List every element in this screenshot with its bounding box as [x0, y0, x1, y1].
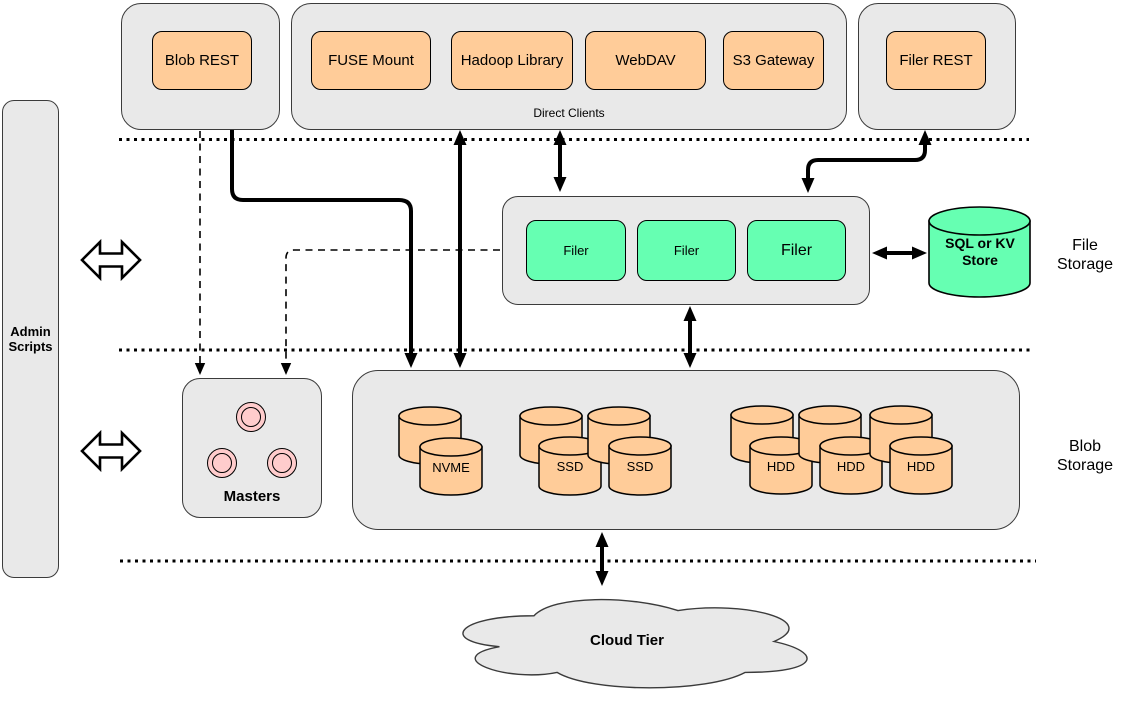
filer-group-container: Filer Filer Filer — [502, 196, 870, 305]
blob-rest-container: Blob REST — [121, 3, 280, 130]
hadoop-library-node: Hadoop Library — [451, 31, 573, 90]
blob-rest-to-masters-dashed-arrow — [194, 131, 206, 375]
filer-to-blob-storage-arrow — [683, 306, 697, 368]
master-node-icon — [207, 448, 237, 478]
filer-to-kv-store-arrow — [872, 246, 927, 260]
hdd-label: HDD — [766, 459, 796, 474]
filer-node-2: Filer — [637, 220, 736, 281]
fuse-mount-node: FUSE Mount — [311, 31, 431, 90]
admin-scripts-box: Admin Scripts — [2, 100, 59, 578]
filer-node-1: Filer — [526, 220, 626, 281]
direct-clients-caption: Direct Clients — [533, 106, 605, 120]
direct-clients-container: FUSE Mount Hadoop Library WebDAV S3 Gate… — [291, 3, 847, 130]
direct-clients-to-volumes-arrow — [453, 130, 467, 368]
filer-rest-container: Filer REST — [858, 3, 1016, 130]
webdav-node: WebDAV — [585, 31, 706, 90]
blob-rest-node: Blob REST — [152, 31, 252, 90]
file-storage-section-label: File Storage — [1056, 237, 1114, 273]
filer-node-3: Filer — [747, 220, 846, 281]
kv-store-label: SQL or KV Store — [945, 235, 1015, 268]
master-node-core-icon — [272, 453, 292, 473]
hdd-label: HDD — [836, 459, 866, 474]
master-node-core-icon — [212, 453, 232, 473]
master-node-icon — [236, 402, 266, 432]
cloud-tier-label: Cloud Tier — [590, 632, 664, 649]
filer-rest-node: Filer REST — [886, 31, 986, 90]
master-node-icon — [267, 448, 297, 478]
admin-blob-storage-arrow-icon — [80, 429, 142, 473]
masters-label: Masters — [223, 488, 281, 505]
blob-storage-section-label: Blob Storage — [1056, 438, 1114, 474]
direct-clients-to-filer-arrow — [553, 130, 567, 192]
hdd-label: HDD — [906, 459, 936, 474]
s3-gateway-node: S3 Gateway — [723, 31, 824, 90]
ssd-label: SSD — [626, 459, 654, 474]
admin-scripts-label: Admin Scripts — [8, 324, 53, 354]
nvme-label: NVME — [432, 460, 470, 475]
admin-file-storage-arrow-icon — [80, 238, 142, 282]
filer-rest-to-filer-arrow — [801, 130, 932, 193]
blob-storage-container — [352, 370, 1020, 530]
ssd-label: SSD — [556, 459, 584, 474]
masters-box: Masters — [182, 378, 322, 518]
filer-to-masters-dashed-arrow — [280, 249, 500, 375]
blob-rest-to-volumes-arrow — [230, 130, 418, 368]
blob-storage-to-cloud-arrow — [595, 532, 609, 586]
master-node-core-icon — [241, 407, 261, 427]
